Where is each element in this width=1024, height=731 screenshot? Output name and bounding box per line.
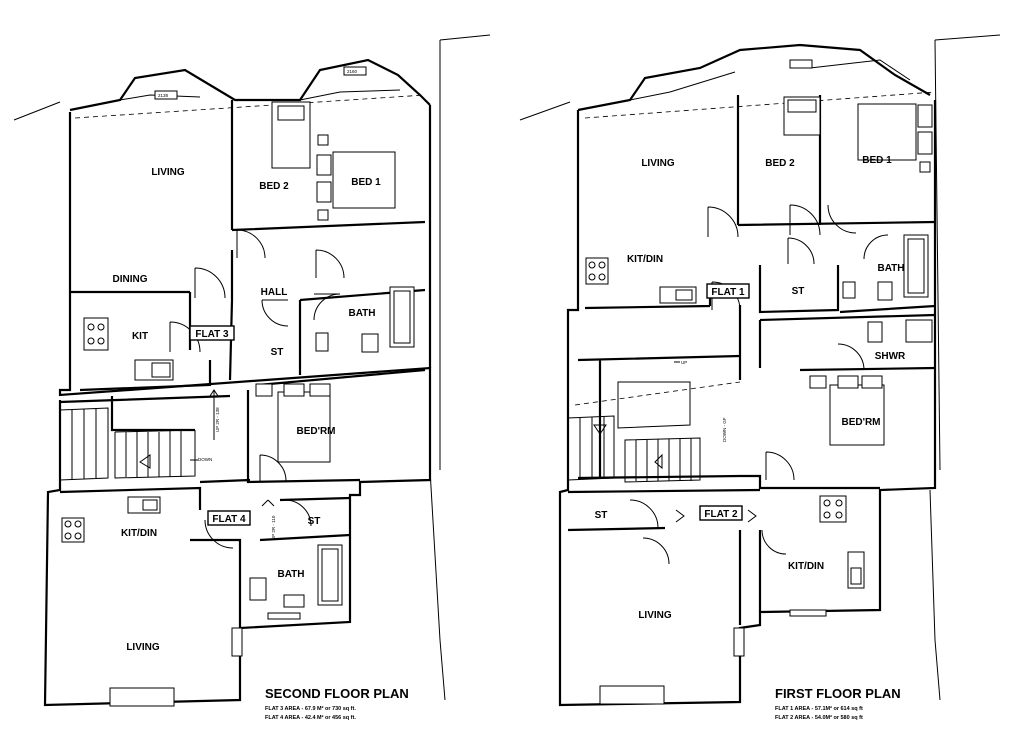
room-label-shwr: SHWR — [875, 351, 906, 362]
first-floor-plan: UP DOWN - GF LIVING BED 2 — [519, 34, 1001, 721]
room-label-living: LIVING — [151, 167, 185, 178]
room-label-bath-first: BATH — [877, 263, 904, 274]
flat-4-tag — [207, 510, 251, 526]
flat-3-area: FLAT 3 AREA - 67.9 M² or 730 sq ft. — [265, 705, 356, 712]
room-label-bed-2-first: BED 2 — [765, 158, 795, 169]
flat-2-area: FLAT 2 AREA - 54.0M² or 580 sq ft — [775, 714, 863, 721]
room-label-bed-2: BED 2 — [259, 181, 289, 192]
toilet-icon-2 — [249, 577, 267, 601]
room-label-bed-1-first: BED 1 — [862, 155, 892, 166]
toilet-icon — [361, 333, 379, 353]
room-label-st: ST — [271, 347, 284, 358]
room-label-st-first: ST — [792, 286, 805, 297]
flat-1-label: FLAT 1 — [711, 287, 745, 298]
flat-4-area: FLAT 4 AREA - 42.4 M² or 456 sq ft. — [265, 714, 356, 721]
second-floor-title: SECOND FLOOR PLAN — [265, 686, 409, 701]
room-label-dining: DINING — [113, 274, 148, 285]
window-note-2138: 2138 — [158, 93, 169, 98]
flat-1-area: FLAT 1 AREA - 57.1M² or 614 sq ft — [775, 705, 863, 712]
room-label-st-2: ST — [308, 516, 321, 527]
room-label-hall: HALL — [261, 287, 288, 298]
bed-1-icon-first — [857, 103, 917, 161]
hob-icon-2 — [61, 517, 85, 543]
first-floor-title: FIRST FLOOR PLAN — [775, 686, 901, 701]
bed-1-icon — [332, 151, 396, 209]
room-label-living-first: LIVING — [641, 158, 675, 169]
stair-note-up: UP 2R - 138 — [215, 407, 220, 432]
flat-2-label: FLAT 2 — [704, 509, 738, 520]
room-label-bedrm-first: BED'RM — [841, 417, 880, 428]
second-floor-plan: 2138 2160 DOWN UP 2R - 138 UP 2R - 110 — [13, 34, 491, 721]
room-label-kit-din-first-2: KIT/DIN — [788, 561, 824, 572]
room-label-bed-1: BED 1 — [351, 177, 381, 188]
room-label-kit-din: KIT/DIN — [121, 528, 157, 539]
toilet-icon-first — [877, 281, 893, 301]
window-icon-first — [599, 685, 665, 705]
room-label-bedrm: BED'RM — [296, 426, 335, 437]
stair-note-up-2: UP 2R - 110 — [271, 515, 276, 540]
window-note-2160: 2160 — [347, 69, 358, 74]
room-label-living-2: LIVING — [126, 642, 160, 653]
room-label-living-first-2: LIVING — [638, 610, 672, 621]
stair-note-down-gf: DOWN - GF — [722, 417, 727, 442]
flat-3-tag — [189, 325, 235, 341]
stair-note-down: DOWN — [198, 457, 212, 462]
room-label-st-2-first: ST — [595, 510, 608, 521]
room-label-kit: KIT — [132, 331, 148, 342]
flat-2-tag — [699, 505, 743, 521]
flat-4-label: FLAT 4 — [212, 514, 246, 525]
bed-icon-first — [829, 384, 885, 446]
hob-icon-first-2 — [819, 495, 847, 523]
stair-note-up-first: UP — [681, 360, 687, 365]
shower-tray-icon — [905, 319, 933, 343]
flat-3-label: FLAT 3 — [195, 329, 229, 340]
room-label-bath: BATH — [348, 308, 375, 319]
window-icon — [109, 687, 175, 707]
bed-icon — [277, 391, 331, 463]
room-label-bath-2: BATH — [277, 569, 304, 580]
flat-1-tag — [706, 283, 750, 299]
hob-icon-first — [585, 257, 609, 285]
room-label-kit-din-first: KIT/DIN — [627, 254, 663, 265]
hob-icon — [83, 317, 109, 351]
